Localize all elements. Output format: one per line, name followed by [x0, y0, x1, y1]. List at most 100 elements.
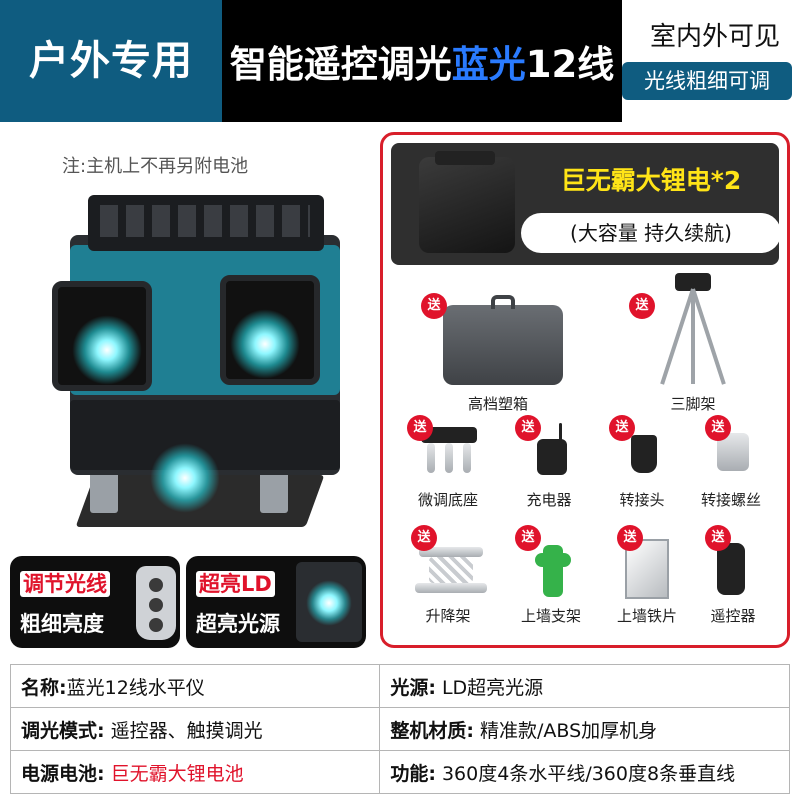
spec-key: 调光模式:	[21, 719, 105, 742]
accessory-label: 转接头	[619, 491, 665, 509]
accessory-label: 微调底座	[417, 491, 478, 509]
banner-headline: 智能遥控调光蓝光12线	[222, 34, 622, 88]
gift-badge: 送	[705, 415, 731, 441]
lift-stand-icon	[419, 547, 483, 557]
accessory-item: 送 充电器	[499, 411, 599, 511]
lift-base	[415, 583, 487, 593]
bracket-knob	[535, 553, 571, 567]
accessory-label: 高档塑箱	[467, 395, 528, 413]
remote-mini-button	[149, 578, 163, 592]
feature-tag-ld: 超亮LD 超亮光源	[186, 556, 366, 648]
accessory-label: 遥控器	[710, 607, 756, 625]
accessory-panel: 巨无霸大锂电*2 (大容量 持久续航) 送 高档塑箱 送 三脚架 送 微调底座 …	[380, 132, 790, 648]
charger-cable	[559, 423, 562, 441]
accessory-label: 三脚架	[670, 395, 716, 413]
banner-visibility-text: 室内外可见	[649, 22, 780, 52]
accessory-label: 上墙铁片	[616, 607, 677, 625]
tag2-line2: 超亮光源	[196, 612, 280, 636]
spec-key: 电源电池:	[21, 762, 105, 785]
accessory-item: 送 上墙铁片	[599, 519, 695, 629]
accessory-item: 送 转接螺丝	[679, 411, 783, 511]
remote-mini-button	[149, 598, 163, 612]
accessory-item: 送 高档塑箱	[403, 285, 593, 415]
laser-level-product-image	[30, 185, 370, 545]
gift-badge: 送	[407, 415, 433, 441]
gift-badge: 送	[515, 415, 541, 441]
battery-feature-box: 巨无霸大锂电*2 (大容量 持久续航)	[391, 143, 781, 265]
spec-cell-power: 电源电池: 巨无霸大锂电池	[9, 750, 381, 794]
remote-icon	[717, 543, 745, 595]
plastic-case-icon	[443, 295, 563, 385]
spec-cell-name: 名称:蓝光12线水平仪	[9, 664, 381, 708]
gift-badge: 送	[421, 293, 447, 319]
battery-subtitle: (大容量 持久续航)	[521, 213, 781, 253]
laser-glow-right	[230, 309, 300, 379]
device-top-ribs	[100, 205, 310, 237]
spec-value: LD超亮光源	[441, 676, 544, 699]
spec-table: 名称:蓝光12线水平仪 光源: LD超亮光源 调光模式: 遥控器、触摸调光 整机…	[9, 664, 790, 794]
header-banner: 户外专用 智能遥控调光蓝光12线 室内外可见 光线粗细可调	[0, 0, 800, 122]
banner-adjustable-pill: 光线粗细可调	[622, 62, 792, 100]
battery-title: 巨无霸大锂电*2	[560, 166, 742, 195]
laser-glow-bottom	[150, 443, 220, 513]
headline-part-c: 12线	[525, 43, 615, 86]
gift-badge: 送	[515, 525, 541, 551]
spec-cell-function: 功能: 360度4条水平线/360度8条垂直线	[379, 750, 790, 794]
accessory-item: 送 三脚架	[603, 265, 783, 415]
accessory-item: 送 升降架	[393, 519, 497, 629]
feature-tag-remote: 调节光线 粗细亮度	[10, 556, 180, 648]
gift-badge: 送	[705, 525, 731, 551]
banner-mid-block: 智能遥控调光蓝光12线	[222, 0, 622, 122]
base-leg	[463, 443, 471, 473]
spec-value: 精准款/ABS加厚机身	[479, 719, 658, 742]
feature-tag-ld-title: 超亮LD	[196, 568, 275, 598]
banner-left-block: 户外专用	[0, 0, 222, 122]
accessory-label: 升降架	[425, 607, 471, 625]
gift-badge: 送	[609, 415, 635, 441]
accessory-item: 送 转接头	[595, 411, 689, 511]
battery-icon	[419, 151, 515, 253]
feature-tag-remote-title: 调节光线	[20, 568, 110, 598]
tag1-line1: 调节光线	[20, 571, 110, 597]
case-handle	[491, 295, 515, 309]
tripod-leg	[660, 288, 695, 385]
headline-part-a: 智能遥控调光	[229, 43, 452, 86]
laser-glow-left	[72, 315, 142, 385]
gift-badge: 送	[617, 525, 643, 551]
spec-value: 遥控器、触摸调光	[110, 719, 263, 742]
gift-badge: 送	[629, 293, 655, 319]
accessory-label: 转接螺丝	[700, 491, 761, 509]
accessory-item: 送 微调底座	[393, 411, 493, 511]
tripod-leg	[691, 289, 695, 384]
charger-icon	[537, 439, 567, 475]
gift-badge: 送	[411, 525, 437, 551]
spec-cell-dimming: 调光模式: 遥控器、触摸调光	[9, 707, 381, 751]
spec-key: 功能:	[390, 762, 436, 785]
headline-part-blue: 蓝光	[451, 43, 526, 86]
tag2-line1: 超亮LD	[196, 571, 275, 597]
spec-value: 巨无霸大锂电池	[110, 762, 244, 785]
battery-terminal	[435, 151, 495, 165]
fine-tune-base-icon	[421, 427, 477, 443]
spec-cell-material: 整机材质: 精准款/ABS加厚机身	[379, 707, 790, 751]
banner-left-text: 户外专用	[29, 38, 193, 84]
table-row: 名称:蓝光12线水平仪 光源: LD超亮光源	[9, 664, 790, 708]
spec-value: 360度4条水平线/360度8条垂直线	[441, 762, 736, 785]
accessory-item: 送 上墙支架	[499, 519, 603, 629]
accessory-item: 送 遥控器	[683, 519, 783, 629]
spec-key: 整机材质:	[390, 719, 474, 742]
remote-mini-button	[149, 618, 163, 632]
spec-key: 光源:	[390, 676, 436, 699]
tripod-icon	[675, 273, 711, 291]
spec-value: 蓝光12线水平仪	[66, 676, 205, 699]
table-row: 电源电池: 巨无霸大锂电池 功能: 360度4条水平线/360度8条垂直线	[9, 750, 790, 794]
adapter-icon	[631, 435, 657, 473]
base-leg	[427, 443, 435, 473]
ld-glow	[306, 580, 352, 626]
battery-note: 注:主机上不再另附电池	[62, 156, 249, 177]
spec-cell-light: 光源: LD超亮光源	[379, 664, 790, 708]
tag1-line2: 粗细亮度	[20, 612, 104, 636]
remote-mini-icon	[136, 566, 176, 640]
tripod-leg	[691, 288, 726, 385]
table-row: 调光模式: 遥控器、触摸调光 整机材质: 精准款/ABS加厚机身	[9, 707, 790, 751]
